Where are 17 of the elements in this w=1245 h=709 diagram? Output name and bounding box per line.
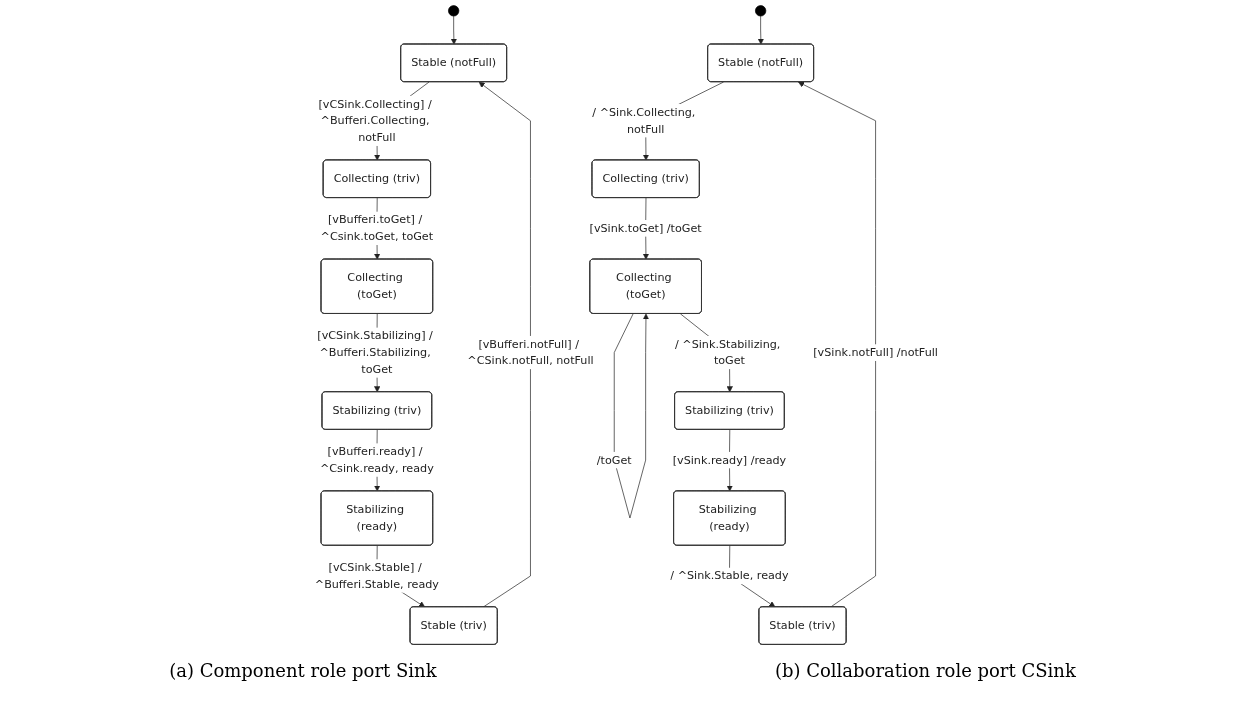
- edge-label: / ^Sink.Stable, ready: [670, 569, 789, 583]
- edge-label: [vBufferi.toGet] / ^Csink.toGet, toGet: [320, 212, 434, 243]
- edge-label: [vSink.ready] /ready: [672, 453, 787, 467]
- edge-label: [vCSink.Stabilizing] / ^Bufferi.Stabilizing, toGet: [317, 328, 433, 376]
- edge-label: [vBufferi.notFull] / ^CSink.notFull, notFull: [467, 337, 594, 368]
- figure-caption: (b) Collaboration role port CSink: [774, 660, 1076, 681]
- edge-label: / ^Sink.Collecting, notFull: [592, 105, 696, 136]
- edge-label: /toGet: [596, 453, 632, 467]
- edge-label: [vSink.toGet] /toGet: [589, 221, 702, 235]
- edge-label: / ^Sink.Stabilizing, toGet: [674, 337, 781, 368]
- figure-caption: (a) Component role port Sink: [169, 660, 437, 681]
- edge-label: [vBufferi.ready] / ^Csink.ready, ready: [319, 444, 434, 475]
- edge-label: [vCSink.Collecting] / ^Bufferi.Collecting, notFull: [318, 97, 432, 144]
- node-circle: [755, 5, 767, 17]
- node-circle: [448, 5, 460, 17]
- edge-label: [vCSink.Stable] / ^Bufferi.Stable, ready: [314, 560, 439, 591]
- edge-label: [vSink.notFull] /notFull: [813, 345, 938, 359]
